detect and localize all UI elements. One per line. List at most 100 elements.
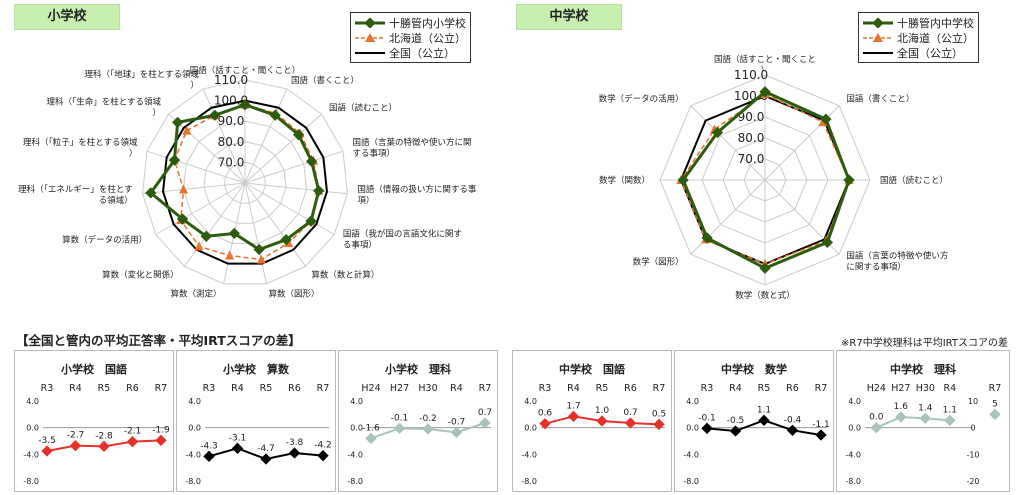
radar-point-hokkaido [182, 125, 192, 135]
radar-category-label: 数学（数と式） [735, 290, 795, 301]
mini-x-label: H24 [361, 383, 380, 394]
radar-point-kanai [759, 86, 771, 98]
radar-tick-label: 70.0 [738, 152, 765, 166]
radar-point-kanai [701, 232, 713, 244]
elementary-tag: 小学校 [14, 4, 120, 30]
mini-point [422, 423, 434, 435]
mini-series-line [875, 415, 950, 429]
legend-label: 北海道（公立） [897, 31, 974, 45]
mini-y-tick: 0.0 [350, 424, 363, 433]
mini-y-tick: 0.0 [686, 424, 699, 433]
mini-x-label: R4 [944, 383, 957, 394]
mini-x-label: R7 [479, 383, 492, 394]
radar-tick-label: 110.0 [214, 73, 248, 87]
mini-data-label: 1.0 [595, 406, 610, 416]
legend-label: 十勝管内中学校 [897, 16, 974, 30]
legend-marker-diamond [355, 17, 385, 28]
mini-point [365, 432, 377, 444]
radar-tick-label: 110.0 [734, 68, 768, 82]
mini-x-label: R6 [786, 383, 799, 394]
radar-tick-label: 90.0 [738, 110, 765, 124]
radar-category-label: 理科（「生命」を柱とする領域） [47, 96, 162, 118]
mini-y-tick: 4.0 [350, 397, 363, 406]
legend-elementary: 十勝管内小学校 北海道（公立） 全国（公立） [350, 12, 471, 63]
mini-data-label: 0.6 [538, 409, 553, 419]
radar-category-label: 算数（測定） [170, 289, 221, 300]
mini-data-label: -3.5 [38, 436, 56, 446]
radar-point-kanai [305, 215, 317, 227]
mini-point [126, 436, 139, 448]
mini-x-label: H27 [891, 383, 910, 394]
legend-marker-diamond [863, 17, 893, 28]
radar-category-label: 算数（変化と関係） [102, 269, 179, 280]
mini-data-label: 1.4 [918, 403, 933, 413]
radar-point-kanai [821, 236, 834, 249]
mini-y-tick: 0.0 [524, 424, 537, 433]
radar-point-kanai [228, 227, 240, 240]
mini-data-label: -3.8 [286, 438, 304, 448]
radar-category-label: 国語（情報の扱い方に関する事項） [357, 184, 477, 206]
mini-x-label: H30 [418, 383, 437, 394]
mini-data-label: 5 [992, 399, 998, 409]
mini-y-tick: 4.0 [686, 397, 699, 406]
radar-point-kanai [200, 230, 212, 242]
mini-point [786, 424, 799, 436]
mini-point-secondary [989, 408, 1001, 420]
radar-grid-ring [183, 120, 307, 244]
radar-category-label: 国語（書くこと） [291, 75, 359, 86]
mini-data-label: -2.8 [95, 431, 113, 441]
mini-x-label: R6 [288, 383, 301, 394]
radar-category-label: 国語（書くこと） [846, 94, 914, 105]
mini-chart-title: 中学校 理科 [890, 363, 956, 376]
legend-marker-triangle [355, 32, 385, 42]
mini-x-label: R3 [539, 383, 552, 394]
mini-point [919, 412, 932, 424]
radar-tick-label: 90.0 [218, 114, 245, 128]
mini-secondary-tick: 0 [970, 424, 975, 433]
mini-data-label: -2.7 [67, 431, 85, 441]
mini-point [653, 418, 665, 430]
radar-category-label: 算数（データの活用） [62, 235, 147, 246]
mini-data-label: -3.1 [229, 433, 247, 443]
radar-category-label: 算数（図形） [268, 289, 319, 300]
radar-tick-label: 80.0 [218, 135, 245, 149]
radar-category-label: 国語（読むこと） [880, 175, 948, 186]
radar-spoke [244, 182, 335, 235]
mini-x-label: R5 [260, 383, 273, 394]
mini-data-label: -0.7 [448, 417, 466, 427]
mini-point [393, 422, 406, 434]
legend-item: 北海道（公立） [863, 30, 974, 45]
mini-y-tick: -8.0 [683, 477, 699, 486]
mini-chart-title: 中学校 国語 [559, 363, 625, 376]
mini-y-tick: 4.0 [524, 397, 537, 406]
radar-tick-label: 80.0 [738, 131, 765, 145]
mini-y-tick: -4.0 [23, 450, 39, 459]
mini-y-tick: 0.0 [26, 424, 39, 433]
radar-spoke [244, 150, 344, 184]
radar-category-label: 数学（図形） [633, 256, 684, 267]
mini-data-label: -1.1 [812, 420, 830, 430]
radar-point-kanai [759, 262, 771, 274]
legend-middle: 十勝管内中学校 北海道（公立） 全国（公立） [858, 12, 979, 63]
mini-data-label: -1.6 [362, 423, 380, 433]
radar-spoke [142, 182, 246, 195]
mini-data-label: -0.1 [698, 413, 716, 423]
radar-category-label: 算数（数と計算） [311, 269, 379, 280]
mini-point [231, 442, 244, 454]
mini-y-tick: 4.0 [848, 397, 861, 406]
radar-spoke [155, 182, 246, 235]
radar-category-label: 国語（読むこと） [329, 102, 397, 113]
mini-point [155, 434, 167, 446]
mini-x-label: H30 [916, 383, 935, 394]
mini-x-label: R7 [815, 383, 828, 394]
radar-point-kanai [292, 129, 305, 141]
radar-spoke [244, 182, 348, 195]
mini-point [895, 411, 907, 423]
legend-label: 北海道（公立） [389, 31, 466, 45]
legend-item: 全国（公立） [863, 45, 974, 60]
radar-spoke [184, 182, 246, 267]
